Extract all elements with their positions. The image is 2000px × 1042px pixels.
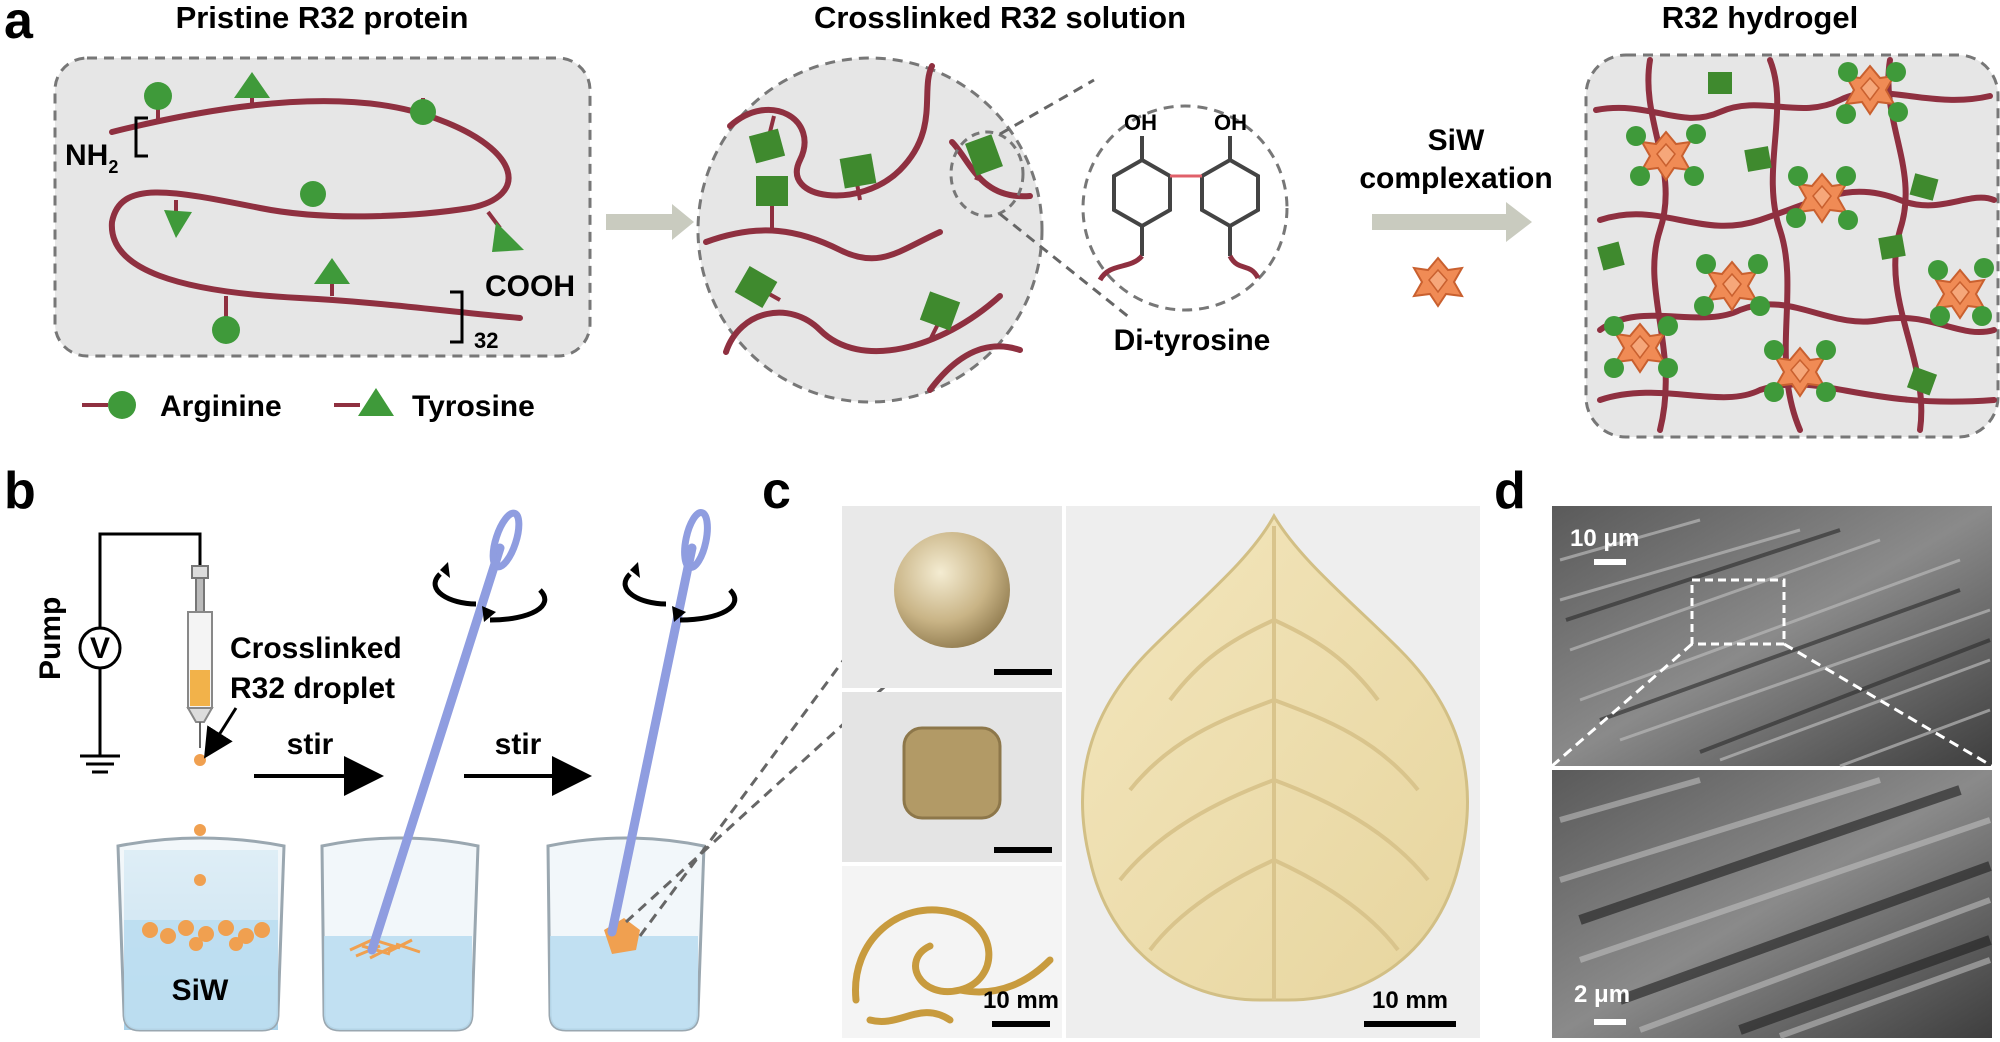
hydrogel-arginines: [1604, 62, 1994, 402]
arginine-legend-symbol: [108, 391, 136, 419]
pristine-title: Pristine R32 protein: [176, 0, 469, 35]
panel-letter-b: b: [4, 462, 36, 520]
droplet-label-line1: Crosslinked: [230, 632, 402, 665]
legend-arginine: Arginine: [160, 390, 282, 423]
droplet-label-line2: R32 droplet: [230, 672, 395, 705]
panel-d: d 10 μm 2 μm: [1494, 462, 1993, 1039]
photo-fiber: [842, 866, 1062, 1038]
zoom-ellipse: [949, 130, 1025, 218]
process-arrow-2: [1372, 202, 1532, 242]
gel-sphere: [894, 532, 1010, 648]
legend: Arginine Tyrosine: [82, 388, 535, 423]
stir-label-1: stir: [287, 728, 334, 761]
rotation-icon-1: [432, 562, 548, 623]
panel-letter-c: c: [762, 462, 791, 520]
pristine-chain: [108, 98, 523, 321]
pump-label: Pump: [34, 597, 67, 680]
sem-fibers-bottom: [1559, 777, 1992, 1039]
droplet-pointer-arrow: [203, 707, 238, 759]
pristine-tyrosines: [164, 72, 524, 296]
beaker-2: [320, 836, 480, 1032]
tyrosine-legend-symbol: [358, 388, 394, 416]
stir-label-2: stir: [495, 728, 542, 761]
di-tyrosine-circle: [1081, 104, 1289, 312]
crosslinked-tyrosines: [734, 115, 1003, 341]
repeat-bracket: [450, 290, 464, 344]
scale-label-small: 10 mm: [983, 987, 1059, 1014]
sem-zoom-line-right: [1783, 642, 1993, 768]
gel-fiber: [852, 906, 1054, 1025]
nh2-label: NH2: [65, 139, 118, 177]
di-tyrosine-structure: [1097, 136, 1261, 282]
voltmeter-label: V: [90, 632, 110, 665]
droplet-icon: [194, 754, 206, 766]
pristine-arginines: [144, 82, 436, 344]
sem-fibers-top: [1559, 518, 1991, 768]
crosslinked-chains: [703, 63, 1033, 393]
syringe-icon: [186, 565, 214, 748]
process-arrow-1: [606, 204, 694, 240]
siw-complexation-line1: SiW: [1428, 124, 1485, 157]
panel-c: c 10 mm 10 mm: [762, 462, 1480, 1038]
sem-fibers-top-dark: [1565, 528, 1991, 754]
gel-cube: [902, 726, 1002, 820]
panel-letter-a: a: [4, 0, 34, 50]
crosslinked-title: Crosslinked R32 solution: [814, 0, 1186, 35]
beaker-1: [116, 824, 286, 1032]
legend-tyrosine: Tyrosine: [412, 390, 535, 423]
rotation-icon-2: [622, 562, 738, 623]
stirrer-1: [367, 509, 523, 955]
panel-a: a Pristine R32 protein NH2 COOH 32 Argin…: [4, 0, 2000, 439]
siw-cluster-icon: [1413, 257, 1463, 307]
repeat-label: 32: [474, 328, 498, 353]
ground-icon: [80, 754, 120, 774]
sem-fibers-bottom-dark: [1578, 785, 1992, 1035]
hydrogel-tyrosines: [1597, 72, 1939, 396]
oh-right: OH: [1214, 110, 1247, 135]
panel-letter-d: d: [1494, 462, 1526, 520]
cooh-label: COOH: [485, 270, 575, 303]
leaf-veins: [1118, 526, 1430, 1000]
zoom-line-top: [999, 78, 1095, 136]
nh2-bracket: [134, 116, 148, 158]
scale-label-sem-bottom: 2 μm: [1574, 981, 1630, 1008]
sem-zoom-box: [1690, 578, 1786, 646]
siw-complexation-line2: complexation: [1359, 162, 1552, 195]
scale-label-leaf: 10 mm: [1372, 987, 1448, 1014]
di-tyrosine-label: Di-tyrosine: [1114, 324, 1271, 357]
oh-left: OH: [1124, 110, 1157, 135]
scale-label-sem-top: 10 μm: [1570, 525, 1639, 552]
zoom-line-bottom: [999, 212, 1131, 320]
hydrogel-box: [1584, 53, 2000, 439]
pump-wire-top: [98, 532, 202, 628]
siw-beaker-label: SiW: [172, 974, 229, 1007]
panel-b: b Pump V Crosslinked R32 droplet stir st…: [4, 462, 962, 1032]
hydrogel-title: R32 hydrogel: [1662, 0, 1858, 35]
